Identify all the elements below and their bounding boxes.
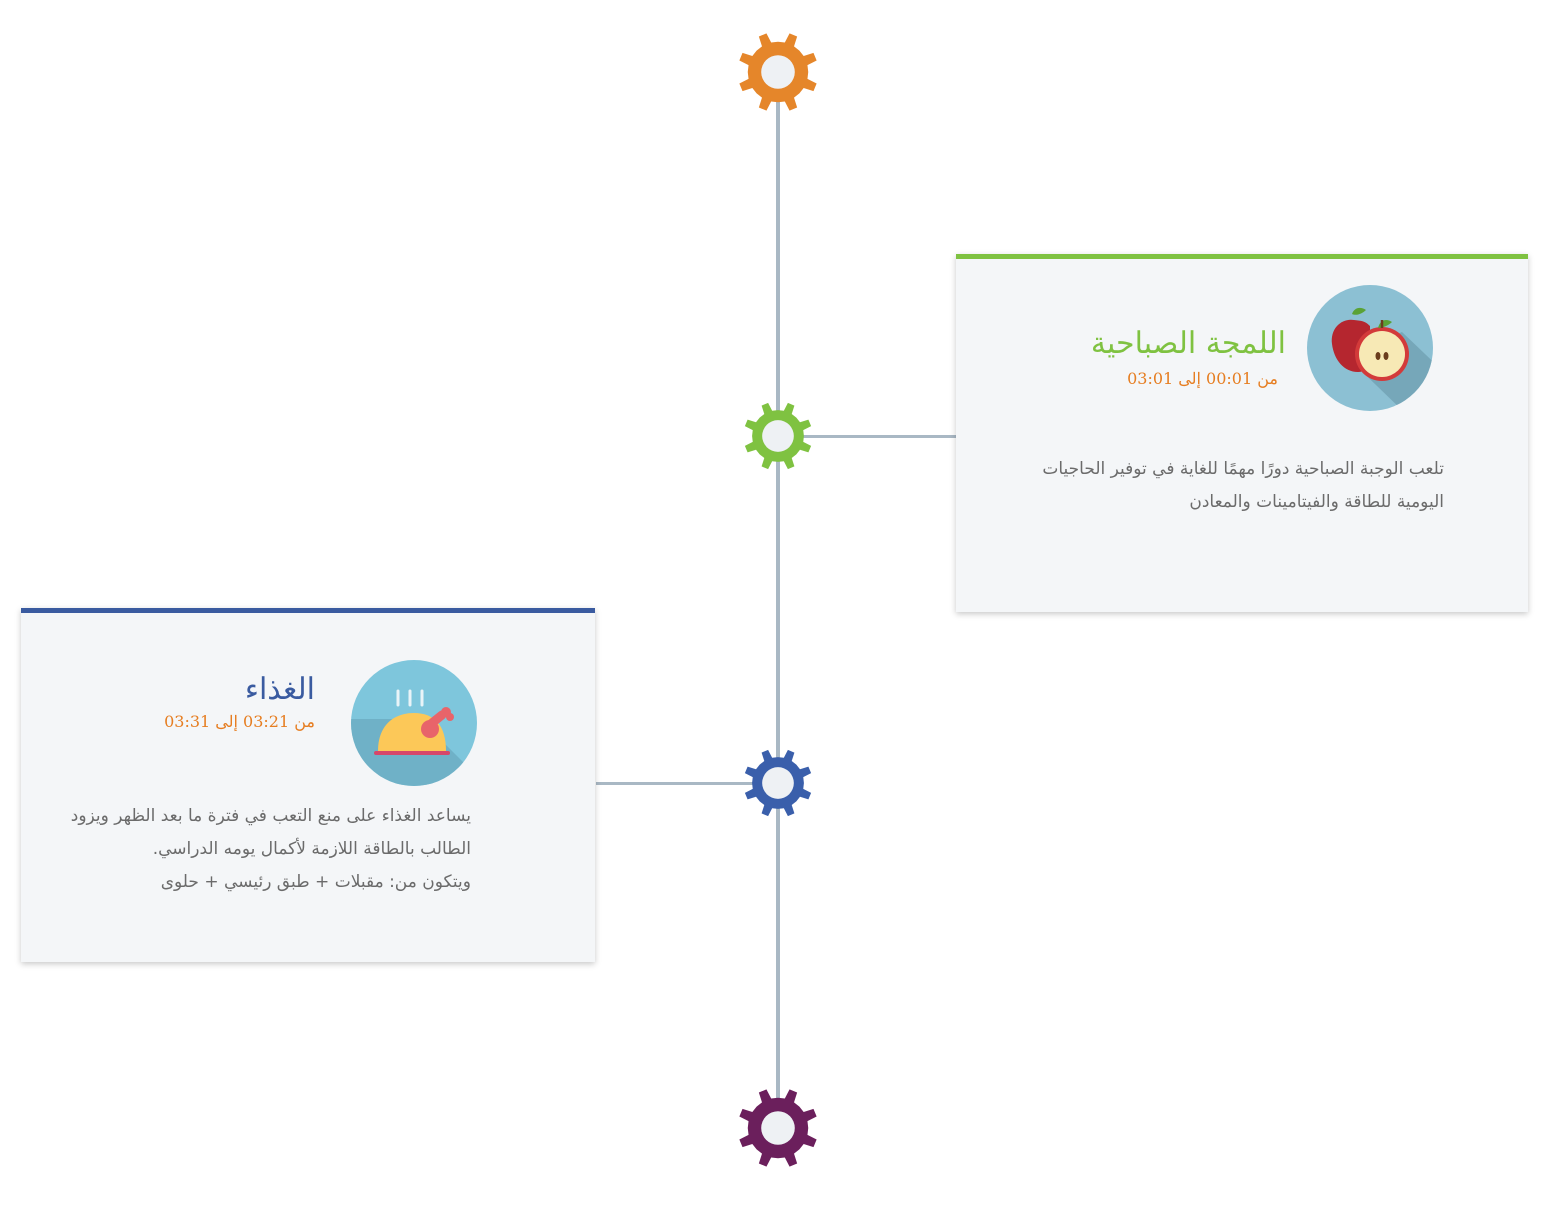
gear-icon: [739, 1089, 817, 1167]
gear-icon-bottom: [736, 1086, 820, 1170]
gear-icon-breakfast: [742, 400, 814, 472]
connector-breakfast: [800, 435, 956, 438]
timeline-axis: [776, 72, 780, 1130]
description-line: ويتكون من: مقبلات + طبق رئيسي + حلوى: [160, 872, 471, 892]
card-breakfast: اللمجة الصباحية من 00:01 إلى 03:01 تلعب …: [956, 254, 1528, 612]
gear-icon: [744, 402, 812, 470]
gear-icon-lunch: [742, 747, 814, 819]
card-lunch: الغذاء من 03:21 إلى 03:31 يساعد الغذاء ع…: [21, 608, 595, 962]
description-line: الطالب بالطاقة اللازمة لأكمال يومه الدرا…: [152, 839, 471, 859]
card-description: يساعد الغذاء على منع التعب في فترة ما بع…: [71, 800, 471, 899]
gear-icon-top: [736, 30, 820, 114]
card-accent-bar: [21, 608, 595, 613]
card-time-range: من 00:01 إلى 03:01: [1127, 369, 1278, 388]
card-title: اللمجة الصباحية: [1090, 326, 1286, 361]
card-accent-bar: [956, 254, 1528, 259]
gear-icon: [739, 33, 817, 111]
roast-chicken-icon: [350, 659, 478, 787]
apple-icon: [1306, 284, 1434, 412]
description-line: اليومية للطاقة والفيتامينات والمعادن: [1189, 492, 1444, 512]
description-line: تلعب الوجبة الصباحية دورًا مهمًا للغاية …: [1042, 459, 1444, 479]
card-title: الغذاء: [244, 672, 315, 707]
card-time-range: من 03:21 إلى 03:31: [164, 712, 315, 731]
connector-lunch: [596, 782, 756, 785]
gear-icon: [744, 749, 812, 817]
card-description: تلعب الوجبة الصباحية دورًا مهمًا للغاية …: [1042, 453, 1444, 519]
description-line: يساعد الغذاء على منع التعب في فترة ما بع…: [70, 806, 471, 826]
